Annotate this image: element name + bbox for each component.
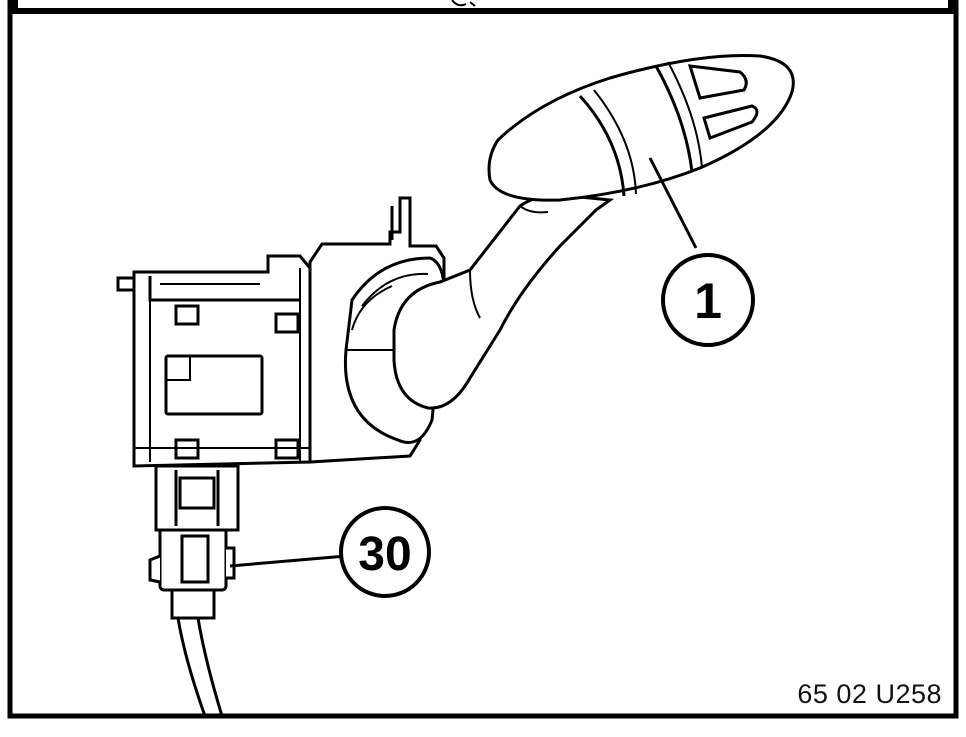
callout-30: 30 bbox=[339, 506, 431, 598]
leader-line-30 bbox=[229, 554, 347, 568]
connector-socket bbox=[154, 464, 240, 532]
lever-arm bbox=[392, 193, 615, 410]
callout-1: 1 bbox=[661, 253, 755, 347]
connector-plug bbox=[148, 526, 236, 620]
leader-line-1 bbox=[648, 157, 698, 249]
callout-1-label: 1 bbox=[694, 273, 722, 329]
cable bbox=[176, 617, 224, 717]
callout-30-label: 30 bbox=[358, 528, 411, 581]
lever-head bbox=[487, 53, 795, 202]
figure-code: 65 02 U258 bbox=[797, 679, 942, 709]
outer-border bbox=[7, 0, 959, 719]
